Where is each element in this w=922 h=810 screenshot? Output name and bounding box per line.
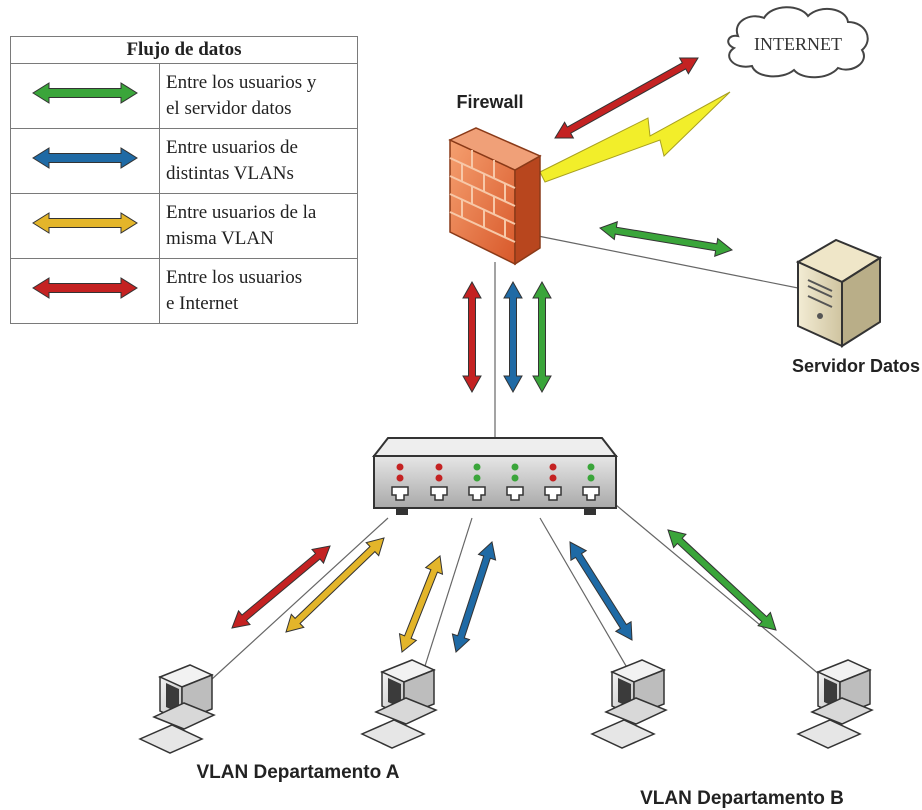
legend-swatch xyxy=(10,193,160,259)
legend-table: Flujo de datos Entre los usuarios y el se… xyxy=(10,36,358,324)
legend-text-line: Entre los usuarios y xyxy=(166,72,317,93)
legend-text-line: Entre usuarios de xyxy=(166,137,298,158)
line-switch-pc4 xyxy=(615,504,839,691)
line-switch-pc2 xyxy=(417,517,473,689)
internet-cloud-icon xyxy=(727,6,869,79)
internet-label: INTERNET xyxy=(754,34,842,54)
connection-lines xyxy=(199,235,839,691)
computer-icon xyxy=(138,664,216,754)
legend-swatch xyxy=(10,63,160,129)
legend-row: Entre usuarios de la misma VLAN xyxy=(10,193,358,259)
legend-text: Entre los usuarios y el servidor datos xyxy=(159,63,358,129)
computer-icon xyxy=(590,659,668,749)
legend-text-line: e Internet xyxy=(166,293,239,314)
arrow-red-pc1 xyxy=(231,545,331,629)
legend-arrow xyxy=(32,147,138,169)
legend-text: Entre usuarios de la misma VLAN xyxy=(159,193,358,259)
legend-text-line: Entre los usuarios xyxy=(166,267,303,288)
legend-text-line: Entre usuarios de la xyxy=(166,202,317,223)
computer-icon xyxy=(360,659,438,749)
legend-text-line: el servidor datos xyxy=(166,98,292,119)
double-arrow-icon xyxy=(32,212,138,234)
line-switch-pc3 xyxy=(539,517,641,691)
arrow-blue-pc3 xyxy=(569,541,633,641)
legend-arrow xyxy=(32,82,138,104)
legend-arrow xyxy=(32,212,138,234)
arrow-red-uplink xyxy=(462,280,482,394)
switch-leds xyxy=(396,463,595,482)
legend-row: Entre los usuarios y el servidor datos xyxy=(10,63,358,129)
line-switch-pc1 xyxy=(199,517,389,691)
lightning-icon xyxy=(539,91,731,183)
legend-swatch xyxy=(10,258,160,324)
flow-arrows xyxy=(231,57,777,653)
legend-text: Entre los usuarios e Internet xyxy=(159,258,358,324)
arrow-yellow-pc2 xyxy=(398,555,444,653)
legend-title: Flujo de datos xyxy=(10,36,358,64)
double-arrow-icon xyxy=(32,82,138,104)
arrow-green-uplink xyxy=(532,280,552,394)
vlan-b-label: VLAN Departamento B xyxy=(640,788,844,809)
legend-row: Entre usuarios de distintas VLANs xyxy=(10,128,358,194)
computer-icon xyxy=(796,659,874,749)
arrow-yellow-pc1 xyxy=(285,537,385,633)
legend-row: Entre los usuarios e Internet xyxy=(10,258,358,324)
legend-text-line: misma VLAN xyxy=(166,228,274,249)
double-arrow-icon xyxy=(32,277,138,299)
arrow-green-pc4 xyxy=(667,529,777,631)
legend-arrow xyxy=(32,277,138,299)
legend-text: Entre usuarios de distintas VLANs xyxy=(159,128,358,194)
arrow-green-server xyxy=(598,221,734,257)
switch-ports xyxy=(391,486,600,501)
legend-swatch xyxy=(10,128,160,194)
arrow-blue-pc2 xyxy=(451,541,497,653)
firewall-label: Firewall xyxy=(456,92,523,112)
line-firewall-server xyxy=(537,235,809,291)
arrow-blue-uplink xyxy=(503,280,523,394)
server-label: Servidor Datos xyxy=(792,356,920,376)
vlan-a-label: VLAN Departamento A xyxy=(196,762,399,783)
double-arrow-icon xyxy=(32,147,138,169)
arrow-red-internet xyxy=(554,57,699,139)
firewall-icon xyxy=(448,127,542,266)
switch-icon xyxy=(371,437,619,515)
server-icon xyxy=(795,238,883,348)
legend-text-line: distintas VLANs xyxy=(166,163,294,184)
